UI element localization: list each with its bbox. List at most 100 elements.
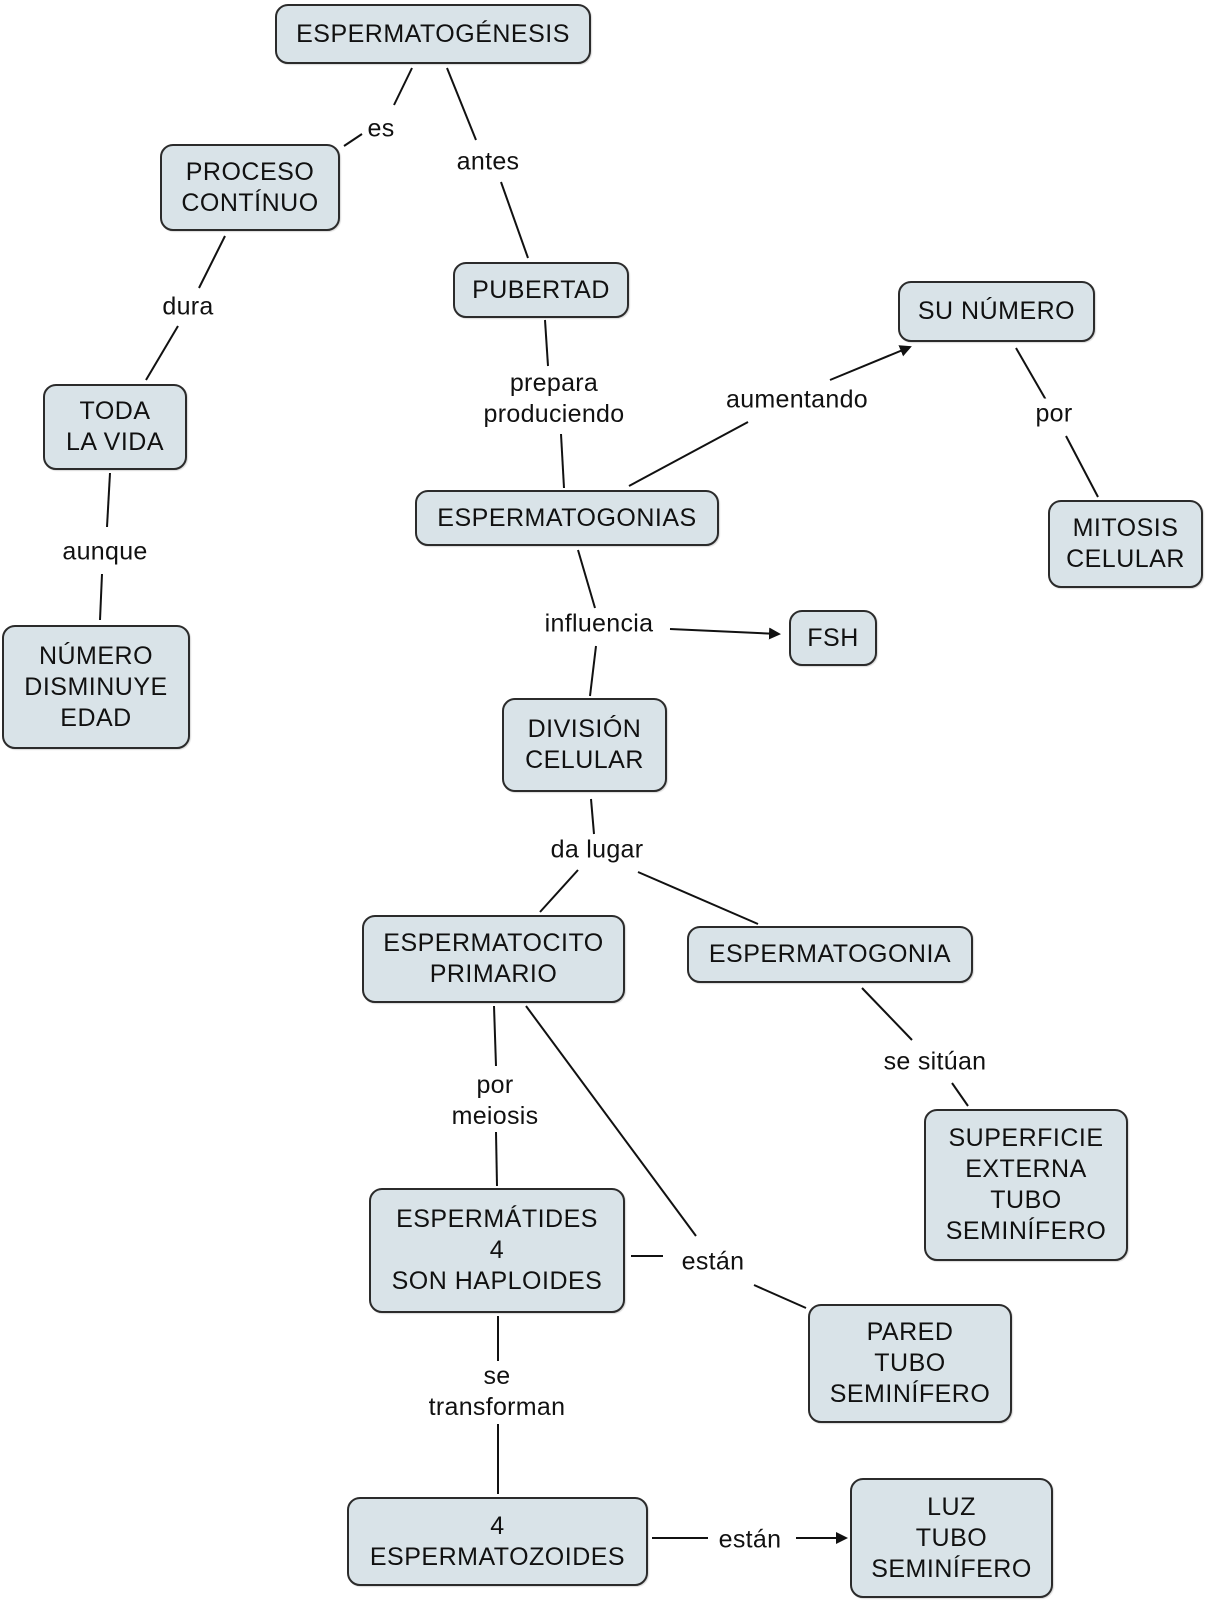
link-label-da-lugar: da lugar [550,834,644,866]
link-su-numero-por [1015,347,1047,401]
concept-text-line: PUBERTAD [472,275,610,304]
concept-pubertad[interactable]: PUBERTAD [453,262,629,318]
link-toda-vida-aunque [106,472,111,528]
link-dura-toda-vida [145,325,179,381]
link-label-text-line: influencia [544,609,654,638]
concept-text-line: MITOSIS [1072,514,1179,542]
link-label-text-line: se sitúan [883,1047,987,1076]
link-por-meiosis-espermatides [495,1131,498,1187]
link-label-text-line: se [483,1362,511,1390]
concept-text-line: LUZ [927,1492,976,1521]
concept-text-line: NÚMERO [38,641,154,670]
concept-text-line: 4 [490,1511,505,1540]
link-espermatogonias-influencia [577,549,596,609]
concept-text-line: CELULAR [525,746,644,774]
concept-text-line: SEMINÍFERO [871,1554,1032,1583]
concept-text-line: SON HAPLOIDES [391,1267,603,1295]
concept-text-line: FSH [807,623,859,652]
link-espermatogenesis-es [393,67,413,106]
link-influencia-fsh [669,627,781,640]
link-aumentando-su-numero [829,345,912,381]
concept-text-line: DIVISIÓN [527,715,642,743]
concept-mitosis-celular[interactable]: MITOSIS CELULAR [1048,500,1203,588]
link-label-por: por [1035,398,1073,430]
link-label-text-line: por [476,1071,514,1099]
concept-text-line: PARED [866,1318,954,1346]
link-prepara-espermatogonias [560,433,565,489]
link-label-por-meiosis: por meiosis [451,1070,539,1132]
concept-text-line: SEMINÍFERO [945,1217,1107,1245]
link-label-text-line: produciendo [483,400,625,428]
link-es-proceso [343,133,363,147]
link-label-aunque: aunque [62,536,148,568]
concept-text-line: ESPERMATOGONIA [708,940,952,968]
concept-espermatogenesis[interactable]: ESPERMATOGÉNESIS [275,4,591,64]
concept-division-celular[interactable]: DIVISIÓN CELULAR [502,698,667,792]
concept-text-line: ESPERMÁTIDES [396,1205,598,1233]
link-espermatogonia-se-situan [861,987,913,1041]
concept-text-line: SUPERFICIE [948,1124,1104,1152]
concept-text-line: ESPERMATOCITO [383,929,604,957]
link-espermatogenesis-antes [446,67,477,141]
link-label-text-line: están [718,1525,782,1554]
concept-text-line: ESPERMATOGONIAS [437,503,697,532]
link-label-text-line: meiosis [451,1102,539,1130]
concept-fsh[interactable]: FSH [789,610,877,666]
link-label-es: es [367,113,395,145]
concept-text-line: 4 [489,1236,505,1264]
link-label-text-line: dura [162,292,214,321]
concept-text-line: PRIMARIO [429,960,558,988]
concept-text-line: TUBO [915,1523,988,1552]
concept-text-line: DISMINUYE [24,672,168,701]
link-espermatogonias-aumentando [628,421,749,487]
link-label-dura: dura [162,291,214,323]
link-influencia-division [589,645,597,697]
link-label-estan-luz: están [718,1524,782,1556]
concept-text-line: CONTÍNUO [181,188,319,217]
concept-text-line: EDAD [60,703,132,732]
link-aunque-numero [99,573,103,621]
link-label-text-line: por [1035,399,1073,428]
link-por-mitosis [1065,435,1099,498]
link-proceso-dura [198,235,226,289]
concept-text-line: TODA [79,397,151,425]
concept-text-line: ESPERMATOGÉNESIS [296,19,570,48]
concept-text-line: SEMINÍFERO [829,1380,991,1408]
link-da-lugar-espermatogonia [637,871,759,925]
link-division-da-lugar [590,798,595,835]
concept-espermatocito-primario[interactable]: ESPERMATOCITO PRIMARIO [362,915,625,1003]
link-label-text-line: aunque [62,537,148,566]
concept-pared-tubo-seminifero[interactable]: PARED TUBO SEMINÍFERO [808,1304,1012,1423]
concept-text-line: SU NÚMERO [917,297,1076,325]
link-label-antes: antes [456,146,520,178]
link-da-lugar-espermatocito [539,869,579,913]
concept-su-numero[interactable]: SU NÚMERO [898,281,1095,342]
concept-superficie-externa-tubo-seminifero[interactable]: SUPERFICIE EXTERNA TUBO SEMINÍFERO [924,1109,1128,1261]
link-label-text-line: da lugar [550,835,644,864]
link-espermatocito-estan [525,1005,697,1237]
concept-text-line: TUBO [990,1186,1062,1214]
link-estan-pared [753,1284,807,1309]
link-label-se-situan: se sitúan [883,1046,987,1078]
link-label-aumentando: aumentando [725,384,869,416]
link-se-situan-superficie [951,1082,969,1107]
link-label-text-line: están [681,1247,745,1276]
link-label-text-line: aumentando [725,385,869,414]
link-label-prepara-produciendo: prepara produciendo [483,368,625,430]
concept-text-line: EXTERNA [965,1155,1087,1183]
concept-text-line: TUBO [874,1349,946,1377]
link-label-influencia: influencia [544,608,654,640]
concept-text-line: PROCESO [185,157,315,186]
link-label-text-line: prepara [509,369,599,397]
concept-espermatogonia[interactable]: ESPERMATOGONIA [687,926,973,983]
concept-espermatogonias[interactable]: ESPERMATOGONIAS [415,490,719,546]
concept-text-line: CELULAR [1066,545,1185,573]
